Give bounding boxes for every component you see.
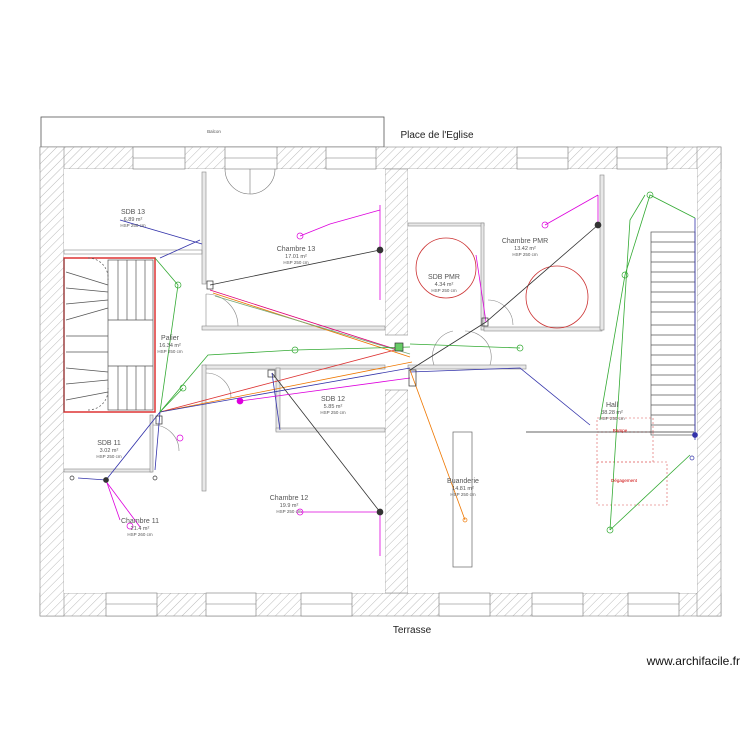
room-name: SDB 12 [321,396,345,403]
room-name: Chambre PMR [502,238,548,245]
room-name: Chambre 13 [277,246,316,253]
interior-partitions [63,171,605,492]
zone-label-degagement: Dégagement [611,478,638,483]
windows-top [132,146,668,170]
street-label-bottom: Terrasse [393,625,432,636]
room-hsp: HSP 250 cm [276,509,301,514]
staircase-left [63,257,156,413]
zone-label-rampe: Rampe [613,428,628,433]
room-name: SDB 13 [121,209,145,216]
room-hsp: HSP 250 cm [450,492,475,497]
staircase-right [650,231,696,436]
balcony-label: Balcon [207,129,221,134]
pmr-turning-circle [415,237,477,299]
room-area: 19.9 m² [280,503,299,509]
electrical-symbols [69,191,698,534]
room-hsp: HSP 260 cm [127,532,152,537]
room-labels: SDB 13 6.89 m² HSP 250 cm Chambre 13 17.… [96,209,637,537]
balcony [40,116,385,148]
room-name: Buanderie [447,478,479,485]
room-hsp: HSP 250 cm [599,416,624,421]
room-name: Palier [161,335,180,342]
room-name: SDB 11 [97,440,121,447]
room-hsp: HSP 250 cm [512,252,537,257]
street-label-top: Place de l'Eglise [400,130,474,141]
buanderie-duct [452,431,473,568]
room-area: 13.42 m² [514,246,536,252]
room-hsp: HSP 250 cm [120,223,145,228]
room-hsp: HSP 250 cm [157,349,182,354]
balcony-door [224,168,276,195]
room-area: 3.02 m² [100,448,119,454]
room-area: 17.01 m² [285,254,307,260]
room-name: Chambre 11 [121,518,159,525]
room-area: 21.4 m² [131,526,150,532]
wiring [77,194,696,556]
windows-bottom [105,592,680,617]
room-hsp: HSP 250 cm [320,410,345,415]
room-area: 14.81 m² [452,486,474,492]
room-area: 5.85 m² [324,404,343,410]
room-area: 4.34 m² [435,282,454,288]
room-name: SDB PMR [428,274,460,281]
pmr-turning-circle [525,265,589,329]
room-hsp: HSP 250 cm [283,260,308,265]
room-hsp: HSP 250 cm [431,288,456,293]
watermark: www.archifacile.fr [646,654,740,668]
room-hsp: HSP 250 cm [96,454,121,459]
room-area: 16.34 m² [159,343,181,349]
room-name: Chambre 12 [270,495,309,502]
room-area: 6.89 m² [124,217,143,223]
room-name: Hall [606,402,619,409]
room-area: 38.28 m² [601,410,623,416]
